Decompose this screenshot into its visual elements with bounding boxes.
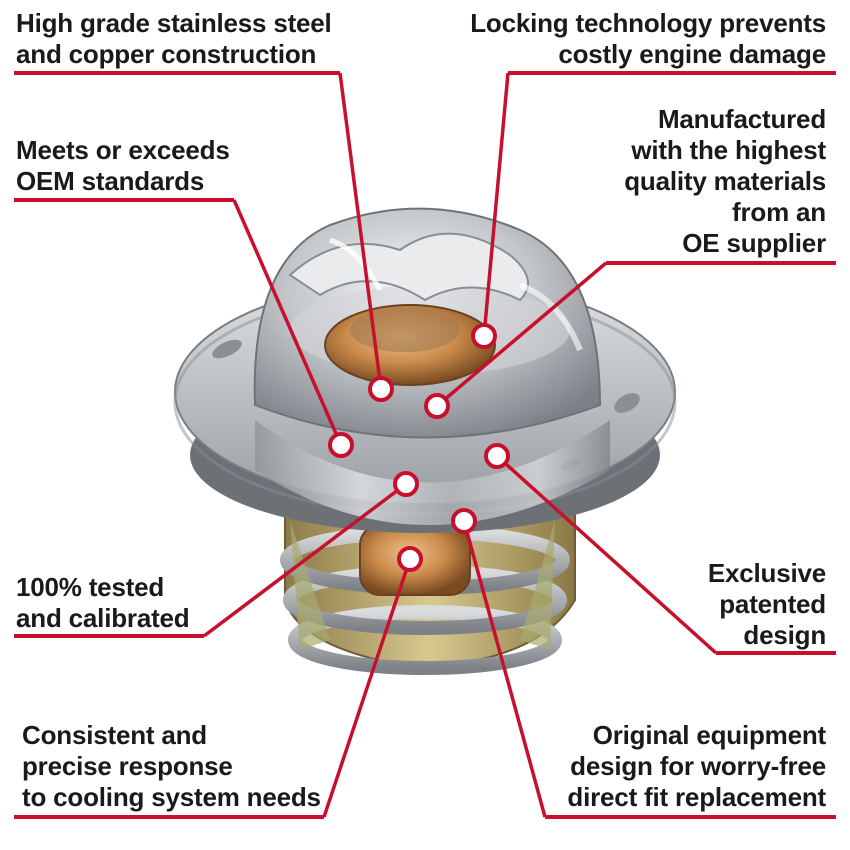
callout-dots <box>328 323 510 572</box>
leader-lines <box>202 72 718 818</box>
callout-line: with the highest <box>631 135 826 165</box>
callout-response: Consistent and precise response to cooli… <box>22 720 321 813</box>
callout-line: design for worry-free <box>570 751 826 781</box>
callout-line: and copper construction <box>16 39 317 69</box>
callout-line: Meets or exceeds <box>16 135 230 165</box>
callout-line: Consistent and <box>22 720 207 750</box>
callout-direct-fit: Original equipment design for worry-free… <box>567 720 826 813</box>
dome <box>253 207 602 439</box>
callout-line: design <box>743 620 826 650</box>
callout-dot-icon <box>393 471 419 497</box>
callout-line: from an <box>732 197 826 227</box>
callout-line: OE supplier <box>682 228 826 258</box>
callout-line: to cooling system needs <box>22 782 321 812</box>
callout-oe-supplier: Manufactured with the highest quality ma… <box>624 104 826 259</box>
underline-bars <box>14 71 836 819</box>
callout-dot-icon <box>451 508 477 534</box>
callout-line: High grade stainless steel <box>16 8 332 38</box>
callout-line: 100% tested <box>16 572 165 602</box>
callout-steel-copper: High grade stainless steel and copper co… <box>16 8 332 70</box>
callout-line: Manufactured <box>657 104 826 134</box>
callout-dot-icon <box>328 432 354 458</box>
callout-dot-icon <box>471 323 497 349</box>
callout-dot-icon <box>484 443 510 469</box>
callout-line: OEM standards <box>16 166 205 196</box>
callout-locking: Locking technology prevents costly engin… <box>470 8 826 70</box>
callout-dot-icon <box>368 376 394 402</box>
callout-patented: Exclusive patented design <box>708 558 826 651</box>
callout-line: quality materials <box>624 166 826 196</box>
callout-line: precise response <box>22 751 233 781</box>
callout-line: direct fit replacement <box>567 782 826 812</box>
callout-oem-standards: Meets or exceeds OEM standards <box>16 135 230 197</box>
callout-line: Original equipment <box>592 720 827 750</box>
callout-line: patented <box>719 589 826 619</box>
callout-line: and calibrated <box>16 603 190 633</box>
callout-dot-icon <box>397 546 423 572</box>
callout-line: costly engine damage <box>558 39 826 69</box>
spring-cage <box>280 504 576 675</box>
callout-line: Locking technology prevents <box>470 8 826 38</box>
callout-tested: 100% tested and calibrated <box>16 572 190 634</box>
callout-dot-icon <box>424 393 450 419</box>
callout-line: Exclusive <box>707 558 826 588</box>
